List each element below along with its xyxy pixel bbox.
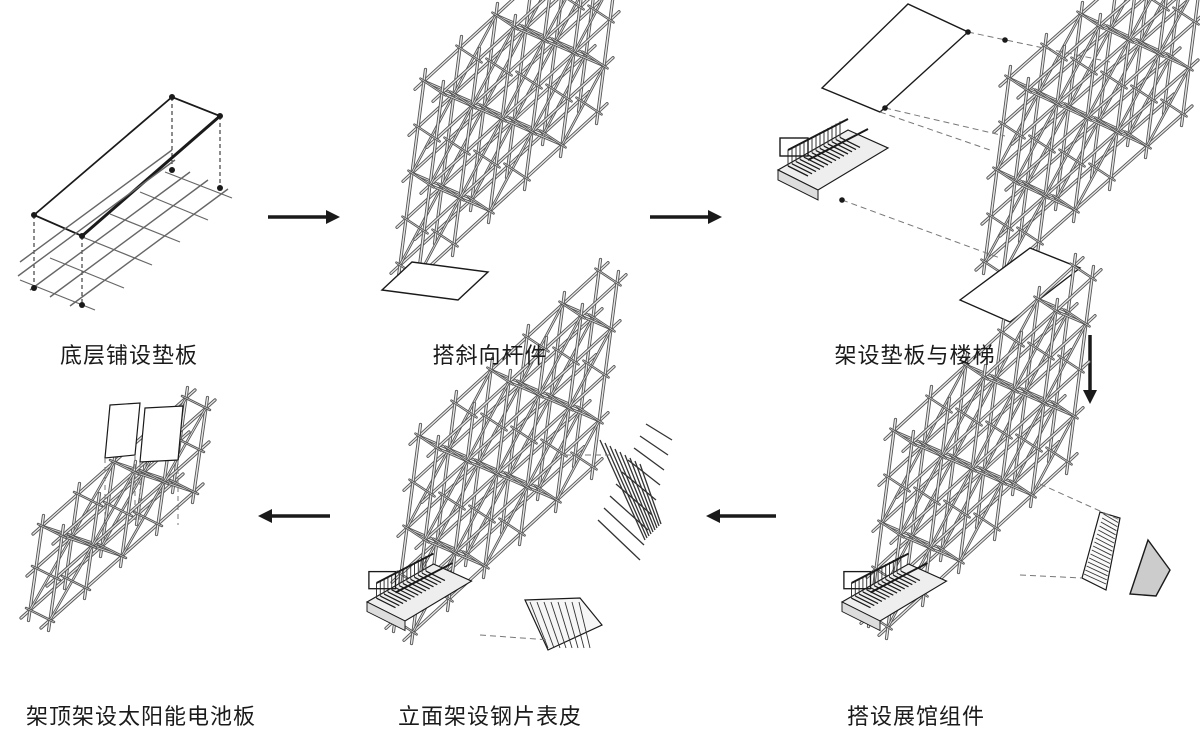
- arrow-left-2-icon: [258, 509, 330, 523]
- flow-arrows: [258, 210, 1097, 523]
- step6-solar-panels-drawing: [19, 385, 217, 633]
- arrow-left-1-icon: [706, 509, 776, 523]
- step6-label: 架顶架设太阳能电池板: [25, 705, 257, 730]
- step4-label: 搭设展馆组件: [846, 705, 986, 730]
- step2-label: 搭斜向杆件: [432, 344, 548, 369]
- step5-label: 立面架设钢片表皮: [397, 705, 583, 730]
- step3-boards-and-stairs-drawing: [776, 0, 1200, 323]
- step3-label: 架设垫板与楼梯: [834, 344, 996, 369]
- step4-pavilion-components-drawing: [840, 252, 1171, 641]
- arrow-down-icon: [1083, 335, 1097, 404]
- step1-label: 底层铺设垫板: [59, 344, 199, 369]
- step2-diagonal-members-drawing: [380, 0, 621, 301]
- step1-base-boards-drawing: [17, 94, 233, 311]
- arrow-right-2-icon: [650, 210, 722, 224]
- arrow-right-1-icon: [268, 210, 340, 224]
- step5-steel-facade-drawing: [365, 257, 673, 651]
